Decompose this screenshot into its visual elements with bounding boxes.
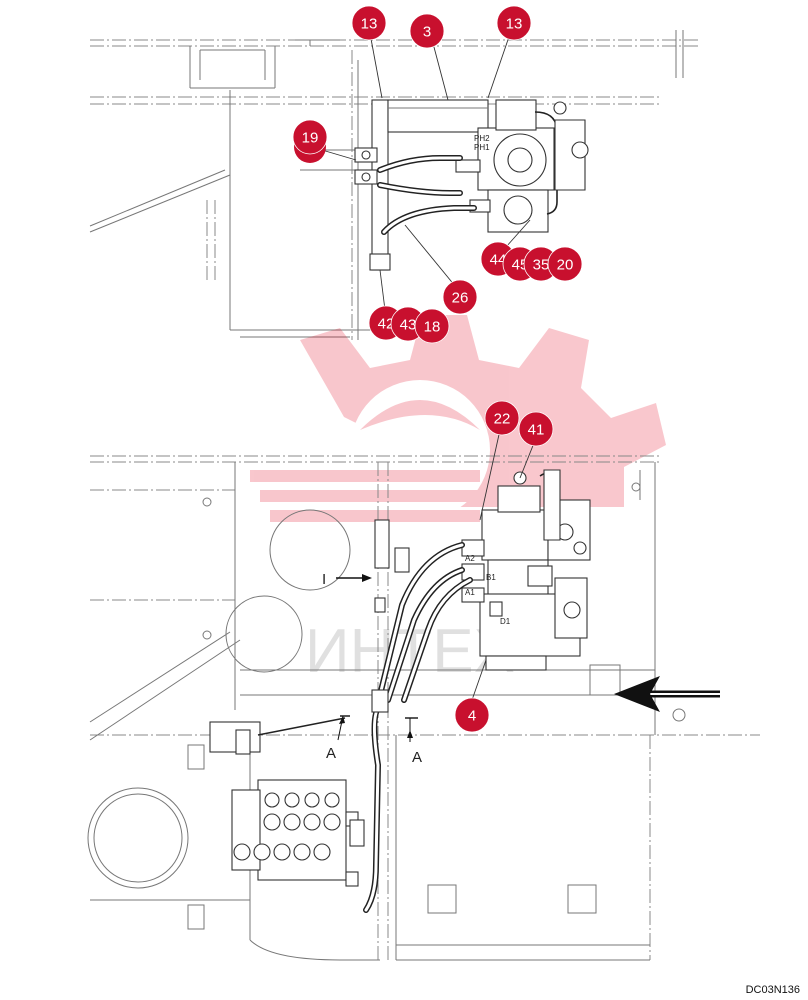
top-pump: PH2 PH1	[455, 99, 589, 233]
callout-20: 20	[547, 246, 583, 282]
drawing-code: DC03N136	[745, 984, 800, 996]
callout-number: 3	[423, 24, 431, 41]
callout-41: 41	[518, 411, 554, 447]
callout-number: 13	[361, 16, 378, 33]
callout-number: 18	[424, 319, 441, 336]
callout-35: 35	[523, 246, 559, 282]
callout-3: 3	[409, 13, 445, 49]
arrow-marker-i: I	[322, 571, 372, 588]
callout-number: 20	[557, 257, 574, 274]
callout-number: 4	[468, 708, 476, 725]
view-direction-arrow	[614, 676, 720, 712]
callout-number: 35	[533, 257, 550, 274]
callout-number: 43	[400, 317, 417, 334]
callout-22: 22	[484, 400, 520, 436]
callout-number: 41	[528, 422, 545, 439]
callout-13: 13	[496, 5, 532, 41]
section-markers: A A	[326, 715, 422, 766]
section-label-left: A	[326, 745, 336, 762]
bottom-hoses	[349, 519, 473, 913]
port-label-a1: A1	[465, 588, 475, 597]
callout-number: 22	[494, 411, 511, 428]
callout-4: 4	[454, 697, 490, 733]
arrow-marker-label: I	[322, 571, 326, 588]
section-label-right: A	[412, 749, 422, 766]
port-label-ph2: PH2	[474, 134, 490, 143]
bottom-pump: A2 A1 B1 D1	[461, 469, 591, 671]
port-label-b1: B1	[486, 573, 496, 582]
callout-number: 26	[452, 290, 469, 307]
callout-26: 26	[442, 279, 478, 315]
top-frame	[89, 30, 700, 340]
callout-19: 19	[292, 119, 328, 163]
port-label-ph1: PH1	[474, 143, 490, 152]
bottom-frame	[87, 455, 760, 961]
control-valve	[209, 717, 359, 887]
port-label-a2: A2	[465, 554, 475, 563]
watermark-logo	[250, 315, 666, 522]
port-label-d1: D1	[500, 617, 511, 626]
callout-number: 42	[378, 316, 395, 333]
top-hoses	[377, 155, 477, 235]
callout-number: 19	[302, 130, 319, 147]
callout-13: 13	[351, 5, 387, 41]
callout-number: 44	[490, 252, 507, 269]
callout-18: 18	[414, 308, 450, 344]
callout-number: 13	[506, 16, 523, 33]
